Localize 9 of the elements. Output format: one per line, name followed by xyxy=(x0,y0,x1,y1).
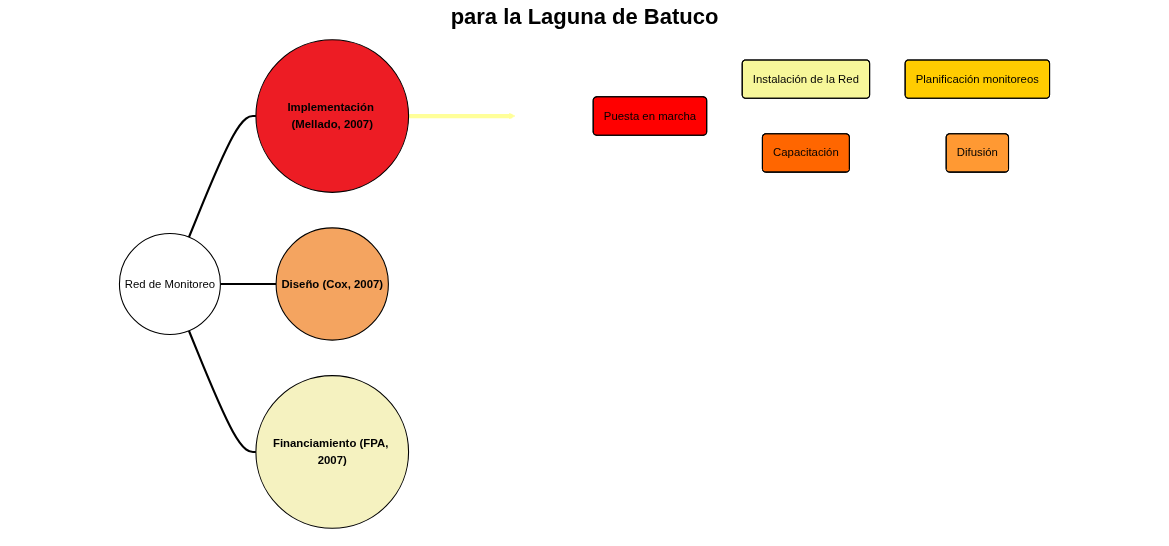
connector xyxy=(187,330,256,454)
node-circle: Financiamiento (FPA, 2007) xyxy=(255,375,410,529)
arrow xyxy=(408,112,516,120)
node-circle: Red de Monitoreo xyxy=(118,233,221,335)
connector xyxy=(220,282,277,286)
connector xyxy=(187,114,256,238)
node-circle: Implementación (Mellado, 2007) xyxy=(255,39,410,193)
diagram-title: para la Laguna de Batuco xyxy=(449,4,720,30)
node-circle: Diseño (Cox, 2007) xyxy=(275,227,389,341)
